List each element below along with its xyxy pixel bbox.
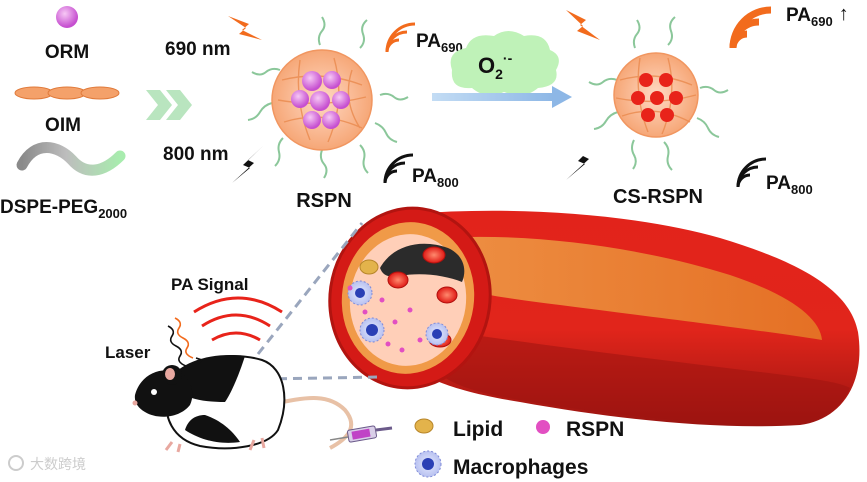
dspe-peg-component: DSPE-PEG2000: [0, 142, 127, 221]
oxidant-cloud: O2·-: [450, 31, 559, 96]
oim-label: OIM: [45, 115, 81, 136]
syringe-icon: [329, 425, 393, 443]
pa-signal-wave-icon: [193, 296, 283, 342]
pa690-up-label: PA690↑: [786, 3, 849, 29]
dspe-peg-icon: [16, 142, 126, 176]
rspn-peg-chains: [247, 16, 409, 179]
dspe-peg-label: DSPE-PEG2000: [0, 197, 127, 221]
cs-rspn-peg-chains: [588, 16, 729, 171]
rspn-orm-cores: [291, 71, 350, 129]
legend-rspn: RSPN: [536, 418, 624, 441]
laser-690-bolt-icon-2: [566, 10, 600, 40]
legend-rspn-label: RSPN: [566, 418, 624, 441]
pa800-label: PA800: [412, 166, 459, 190]
legend-lipid-label: Lipid: [453, 418, 503, 441]
blood-vessel: [328, 206, 860, 427]
laser-800-bolt-icon: [232, 146, 263, 183]
pa800-label-2: PA800: [766, 173, 813, 197]
assembly-arrow: [146, 90, 192, 120]
laser-label: Laser: [105, 343, 151, 362]
pa800-wave-icon-2: [736, 157, 767, 188]
watermark: 大数跨境: [8, 455, 86, 473]
pa690-big-wave-icon: [729, 6, 772, 49]
watermark-logo-icon: [8, 455, 24, 471]
plaque-macrophages: [347, 280, 449, 346]
mouse-illustration: [132, 355, 354, 453]
oim-component: OIM: [14, 86, 120, 136]
cs-rspn-red-cores: [631, 73, 683, 122]
laser-690-label: 690 nm: [165, 39, 230, 60]
laser-beam-icon: [167, 317, 204, 367]
rspn-particle: [247, 16, 409, 179]
cs-rspn-particle: [588, 16, 729, 171]
zoom-lines: [256, 222, 381, 381]
oim-icon: [14, 86, 120, 100]
legend-macrophages: Macrophages: [414, 450, 588, 479]
orm-icon: [56, 6, 78, 28]
rspn-dot-icon: [536, 420, 550, 434]
cs-rspn-label: CS-RSPN: [613, 186, 703, 208]
orm-component: ORM: [45, 6, 89, 63]
legend-lipid: Lipid: [414, 418, 503, 441]
macrophage-icon: [414, 450, 442, 478]
legend: Lipid RSPN Macrophages: [414, 418, 624, 479]
pa690-wave-icon: [385, 22, 416, 53]
orm-label: ORM: [45, 42, 89, 63]
laser-800-bolt-icon-2: [566, 141, 598, 180]
conversion-arrow: [432, 86, 572, 108]
pa-signal-label: PA Signal: [171, 275, 248, 294]
pa690-label: PA690: [416, 31, 463, 55]
watermark-text: 大数跨境: [30, 457, 86, 473]
pa800-wave-icon: [383, 153, 414, 184]
lipid-icon: [414, 418, 434, 434]
laser-690-bolt-icon: [228, 16, 262, 40]
legend-macrophages-label: Macrophages: [453, 456, 588, 479]
oxidant-label: O2·-: [478, 50, 513, 82]
laser-800-label: 800 nm: [163, 144, 228, 165]
rspn-label: RSPN: [296, 190, 352, 212]
